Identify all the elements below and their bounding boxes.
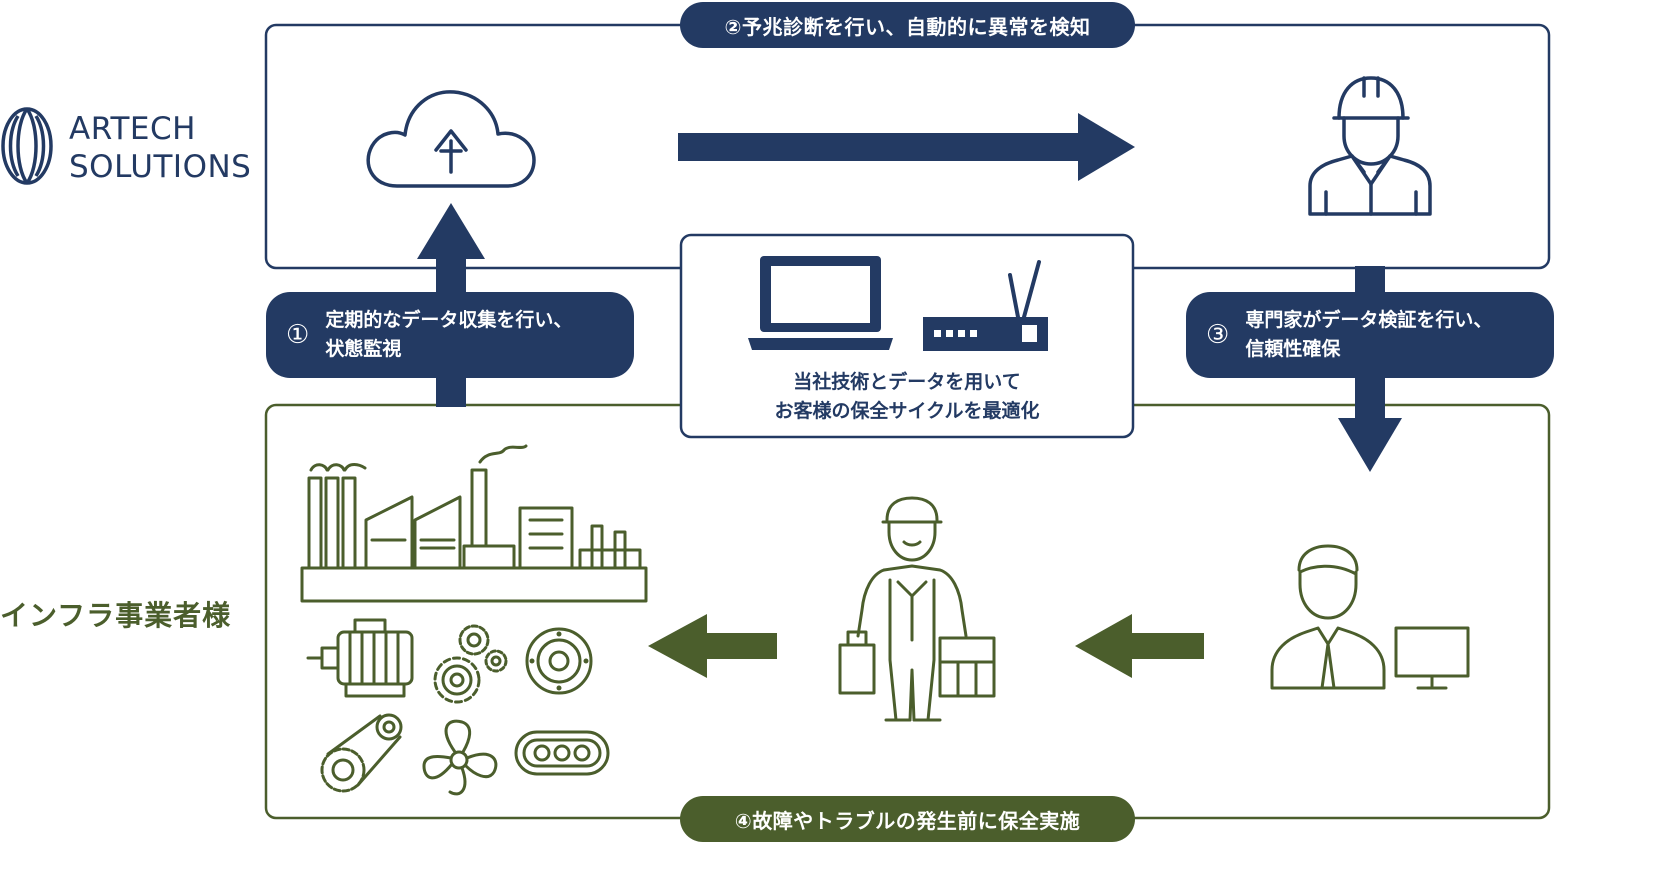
step-1-number: ①: [286, 320, 310, 350]
analyst-computer-icon: [1270, 544, 1470, 690]
motor-icon: [306, 618, 414, 698]
center-caption: 当社技術とデータを用いて お客様の保全サイクルを最適化: [681, 368, 1133, 426]
step-1-line-2: 状態監視: [325, 338, 402, 360]
brand-line-1: ARTECH: [69, 111, 196, 147]
step-3-line-2: 信頼性確保: [1245, 338, 1341, 360]
chain-icon: [514, 730, 610, 776]
brand-logo-text: ARTECH SOLUTIONS: [69, 110, 251, 186]
bearing-icon: [525, 627, 593, 695]
step-3-pill: ③ 専門家がデータ検証を行い、 信頼性確保: [1186, 292, 1554, 378]
engineer-hardhat-icon: [1308, 76, 1432, 216]
step-3-number: ③: [1206, 320, 1230, 350]
step-3-line-1: 専門家がデータ検証を行い、: [1245, 309, 1493, 331]
maintenance-worker-icon: [838, 496, 996, 722]
step-1-line-1: 定期的なデータ収集を行い、: [325, 309, 573, 331]
laptop-icon: [748, 256, 893, 350]
gears-icon: [433, 624, 508, 704]
fan-icon: [422, 719, 498, 796]
brand-line-2: SOLUTIONS: [69, 149, 252, 185]
center-line-1: 当社技術とデータを用いて: [793, 371, 1021, 393]
right-arrow: [678, 113, 1135, 181]
bottom-banner: ④故障やトラブルの発生前に保全実施: [680, 796, 1135, 842]
cloud-upload-icon: [366, 90, 536, 188]
step-1-pill: ① 定期的なデータ収集を行い、 状態監視: [266, 292, 634, 378]
belt-pulley-icon: [320, 713, 403, 793]
artech-logo-icon: [1, 107, 53, 185]
left-arrow-1: [1075, 614, 1204, 678]
left-arrow-2: [648, 614, 777, 678]
bottom-frame: [264, 403, 1551, 820]
center-line-2: お客様の保全サイクルを最適化: [774, 400, 1040, 422]
top-banner: ②予兆診断を行い、自動的に異常を検知: [680, 2, 1135, 48]
customer-label: インフラ事業者様: [0, 599, 232, 632]
factory-icon: [300, 444, 648, 603]
router-icon: [923, 260, 1048, 351]
